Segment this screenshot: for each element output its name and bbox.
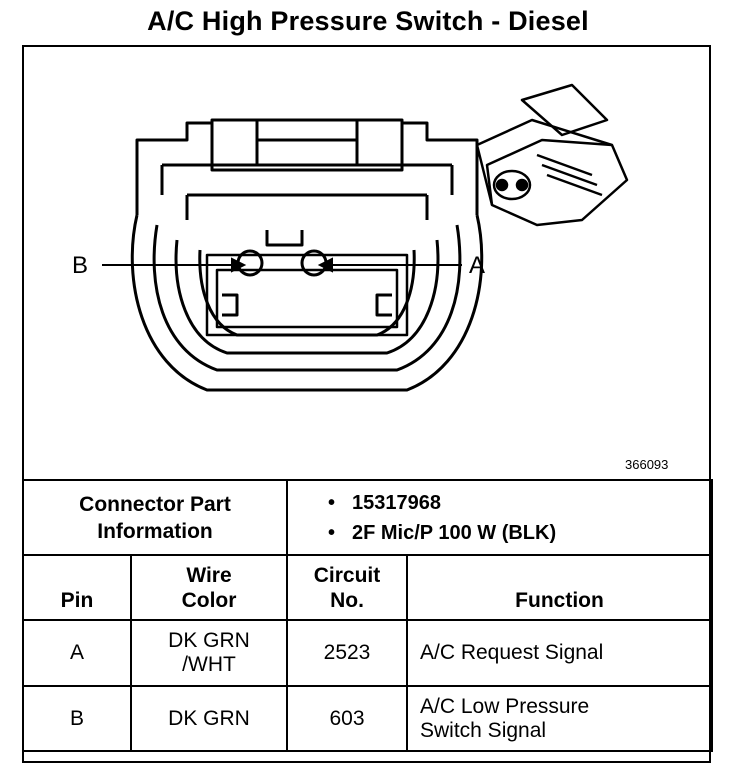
header-function: Function — [406, 554, 713, 621]
connector-shell-ring-3 — [174, 239, 440, 355]
connector-top-housing — [135, 118, 479, 215]
header-circuit-no: Circuit No. — [286, 554, 408, 621]
page-title: A/C High Pressure Switch - Diesel — [147, 6, 589, 36]
figure-id: 366093 — [625, 457, 669, 472]
row-b-function: A/C Low Pressure Switch Signal — [406, 685, 713, 752]
connector-shell-ring-2 — [152, 224, 462, 372]
connector-part-label-cell: Connector Part Information — [22, 479, 288, 556]
connector-part-row: Connector Part Information •15317968 •2F… — [22, 479, 713, 556]
connector-outer-shell — [130, 214, 484, 392]
connector-part-values-cell: •15317968 •2F Mic/P 100 W (BLK) — [286, 479, 713, 556]
connector-part-type: •2F Mic/P 100 W (BLK) — [328, 518, 711, 548]
connector-3d-view — [475, 83, 629, 227]
connector-part-label-line1: Connector Part — [79, 492, 231, 516]
row-a-pin: A — [22, 619, 132, 687]
connector-info-table: Connector Part Information •15317968 •2F… — [22, 479, 713, 752]
callout-a-label: A — [469, 252, 486, 279]
header-wire-color: Wire Color — [130, 554, 288, 621]
row-a-wire-color: DK GRN /WHT — [130, 619, 288, 687]
bullet-1: • — [328, 491, 336, 514]
header-pin: Pin — [22, 554, 132, 621]
outer-frame — [22, 45, 711, 763]
table-header-row: Pin Wire Color Circuit No. Function — [22, 554, 713, 621]
connector-cavity — [205, 253, 409, 337]
table-row: B DK GRN 603 A/C Low Pressure Switch Sig… — [22, 685, 713, 752]
row-a-function: A/C Request Signal — [406, 619, 713, 687]
table-row: A DK GRN /WHT 2523 A/C Request Signal — [22, 619, 713, 687]
connector-latch — [210, 120, 404, 172]
callout-b-label: B — [72, 252, 89, 279]
row-b-wire-color: DK GRN — [130, 685, 288, 752]
connector-part-label-line2: Information — [97, 519, 213, 543]
row-b-circuit: 603 — [286, 685, 408, 752]
bullet-2: • — [328, 521, 336, 544]
connector-part-number: •15317968 — [328, 488, 711, 518]
row-a-circuit: 2523 — [286, 619, 408, 687]
row-b-pin: B — [22, 685, 132, 752]
connector-diagram — [102, 83, 629, 392]
